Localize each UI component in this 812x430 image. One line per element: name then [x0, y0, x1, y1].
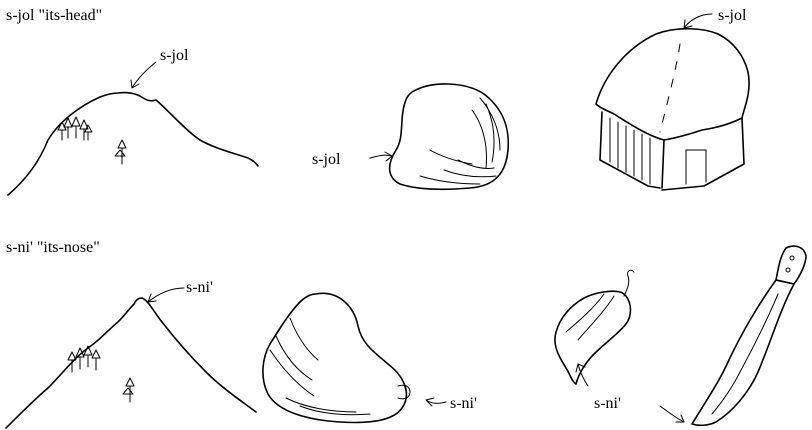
nose-caption: s-ni' "its-nose" — [6, 240, 100, 256]
mountain-head-drawing — [8, 62, 258, 195]
mountain-nose-drawing — [6, 288, 256, 428]
mountain-head-label: s-jol — [160, 48, 188, 64]
pepper-nose-drawing — [555, 270, 634, 386]
house-head-label: s-jol — [718, 8, 746, 24]
house-head-drawing — [596, 14, 749, 190]
machete-nose-drawing — [660, 246, 806, 425]
gourd-nose-label: s-ni' — [450, 396, 477, 412]
head-caption: s-jol "its-head" — [6, 8, 102, 24]
stone-head-label: s-jol — [312, 152, 340, 168]
stone-head-drawing — [370, 84, 508, 189]
pepper-machete-nose-label: s-ni' — [594, 396, 621, 412]
gourd-nose-drawing — [263, 293, 446, 422]
mountain-nose-label: s-ni' — [186, 280, 213, 296]
